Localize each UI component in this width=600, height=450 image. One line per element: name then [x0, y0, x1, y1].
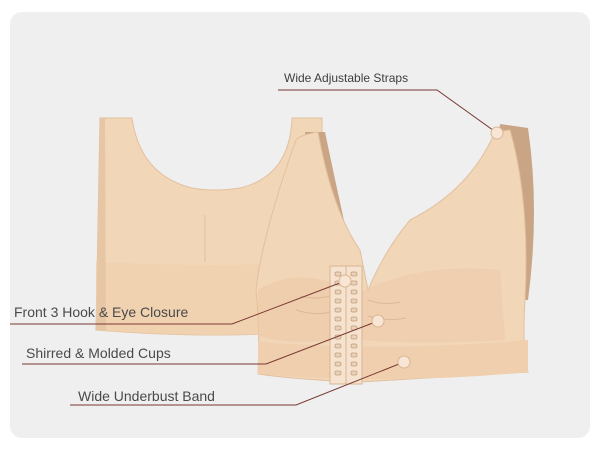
- pointer-dot-cups: [371, 314, 385, 328]
- hook-eye: [350, 361, 358, 367]
- hook-eye: [350, 352, 358, 358]
- hook-eye: [350, 334, 358, 340]
- hook-eye: [334, 289, 342, 295]
- hook-eye: [334, 316, 342, 322]
- callout-closure: Front 3 Hook & Eye Closure: [14, 304, 189, 320]
- hook-eye: [350, 343, 358, 349]
- leader-line-closure: [10, 280, 346, 325]
- front-view-bra: [255, 124, 534, 385]
- hook-eye: [350, 316, 358, 322]
- hook-eye: [350, 280, 358, 286]
- pointer-dot-band: [397, 355, 411, 369]
- leader-line-band: [70, 361, 405, 406]
- hook-eye: [334, 361, 342, 367]
- leader-line-cups: [22, 320, 379, 365]
- hook-eye: [334, 370, 342, 376]
- leader-lines: [10, 89, 498, 406]
- callout-band: Wide Underbust Band: [78, 388, 215, 404]
- hook-eye: [350, 298, 358, 304]
- pointer-dots: [338, 126, 504, 369]
- hook-eye: [350, 271, 358, 277]
- hook-eye: [350, 370, 358, 376]
- pointer-dot-closure: [338, 274, 352, 288]
- leader-line-straps: [278, 89, 498, 134]
- hook-eye: [350, 307, 358, 313]
- hook-eye: [334, 325, 342, 331]
- callout-cups: Shirred & Molded Cups: [26, 345, 171, 361]
- callout-straps: Wide Adjustable Straps: [284, 71, 409, 85]
- hook-eye: [334, 271, 342, 277]
- hook-eye: [334, 307, 342, 313]
- pointer-dot-straps: [490, 126, 504, 140]
- hook-eye: [350, 289, 358, 295]
- hook-eye: [334, 352, 342, 358]
- hook-eye: [334, 343, 342, 349]
- hook-eye: [334, 298, 342, 304]
